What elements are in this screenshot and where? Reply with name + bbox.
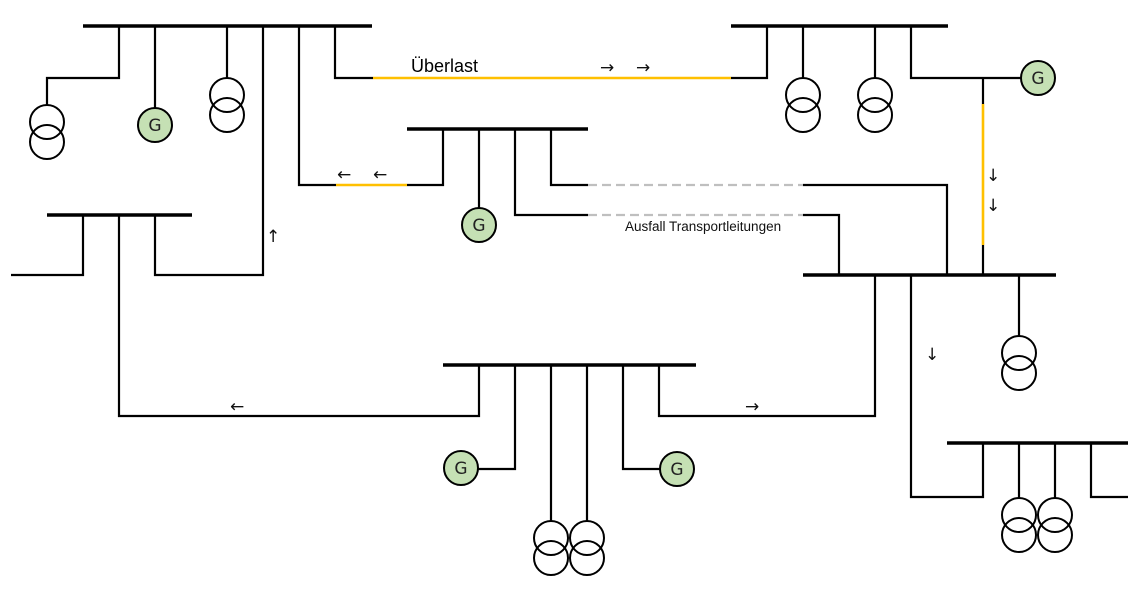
- generator-icon: G: [137, 107, 173, 143]
- transformer-icon: [785, 77, 821, 133]
- transformer-secondary-winding: [533, 540, 569, 576]
- transformer-icon: [1001, 335, 1037, 391]
- transformer-primary-winding: [569, 520, 605, 556]
- transmission-line: [333, 26, 373, 80]
- transmission-line: [803, 213, 841, 275]
- feeder-line: [1089, 443, 1128, 499]
- transformer-primary-winding: [1001, 497, 1037, 533]
- feeder-line: [11, 215, 85, 277]
- flow-arrow-down: ↓: [986, 196, 1000, 216]
- transformer-primary-winding: [533, 520, 569, 556]
- transformer-secondary-winding: [209, 97, 245, 133]
- transformer-secondary-winding: [569, 540, 605, 576]
- overload-label: Überlast: [411, 56, 478, 76]
- generator-symbol-label: G: [454, 459, 467, 479]
- transformer-icon: [533, 520, 569, 576]
- feeder-line: [478, 365, 517, 471]
- generator-symbol-label: G: [670, 460, 683, 480]
- feeder-line: [621, 365, 660, 471]
- buses-layer: [47, 24, 1128, 445]
- transmission-line: [153, 26, 265, 277]
- flow-arrow-left: ←: [230, 397, 244, 417]
- transformer-secondary-winding: [1001, 355, 1037, 391]
- transformer-secondary-winding: [1037, 517, 1073, 553]
- transmission-line: [297, 26, 336, 187]
- transformer-primary-winding: [785, 77, 821, 113]
- generator-icon: G: [461, 207, 497, 243]
- transformer-icon: [1037, 497, 1073, 553]
- transmission-line: [513, 129, 588, 217]
- generator-icon: G: [443, 450, 479, 486]
- symbols-layer: G G G G G: [29, 60, 1073, 576]
- transmission-line: [407, 129, 445, 187]
- transformer-primary-winding: [1037, 497, 1073, 533]
- transformer-secondary-winding: [1001, 517, 1037, 553]
- transformer-secondary-winding: [29, 124, 65, 160]
- generator-symbol-label: G: [1031, 69, 1044, 89]
- transmission-line: [909, 275, 985, 499]
- generator-circle: [443, 450, 479, 486]
- generator-circle: [1020, 60, 1056, 96]
- generator-icon: G: [659, 451, 695, 487]
- flow-arrow-down: ↓: [925, 345, 939, 365]
- feeder-line: [909, 26, 1021, 80]
- transformer-primary-winding: [1001, 335, 1037, 371]
- transformer-icon: [857, 77, 893, 133]
- transformer-primary-winding: [857, 77, 893, 113]
- flow-arrow-left: ←: [337, 165, 351, 185]
- transformer-icon: [29, 104, 65, 160]
- transmission-line: [117, 215, 481, 418]
- labels-layer: Überlast Ausfall Transportleitungen → → …: [230, 56, 1000, 417]
- transformer-icon: [569, 520, 605, 576]
- generator-symbol-label: G: [472, 216, 485, 236]
- generator-circle: [461, 207, 497, 243]
- generator-symbol-label: G: [148, 116, 161, 136]
- wires-layer: [11, 26, 1128, 521]
- transmission-line: [803, 183, 949, 275]
- transformer-primary-winding: [209, 77, 245, 113]
- transformer-primary-winding: [29, 104, 65, 140]
- flow-arrow-up: ↑: [266, 227, 280, 247]
- flow-arrow-left: ←: [373, 165, 387, 185]
- generator-icon: G: [1020, 60, 1056, 96]
- failure-label: Ausfall Transportleitungen: [625, 219, 781, 234]
- flow-arrow-down: ↓: [986, 166, 1000, 186]
- flow-arrow-right: →: [636, 58, 650, 78]
- transformer-icon: [1001, 497, 1037, 553]
- transmission-line: [731, 26, 769, 80]
- transformer-secondary-winding: [857, 97, 893, 133]
- generator-circle: [137, 107, 173, 143]
- transformer-icon: [209, 77, 245, 133]
- flow-arrow-right: →: [745, 397, 759, 417]
- transmission-line: [657, 275, 877, 418]
- generator-circle: [659, 451, 695, 487]
- transformer-secondary-winding: [785, 97, 821, 133]
- feeder-line: [45, 26, 121, 105]
- flow-arrow-right: →: [600, 58, 614, 78]
- transmission-line: [549, 129, 588, 187]
